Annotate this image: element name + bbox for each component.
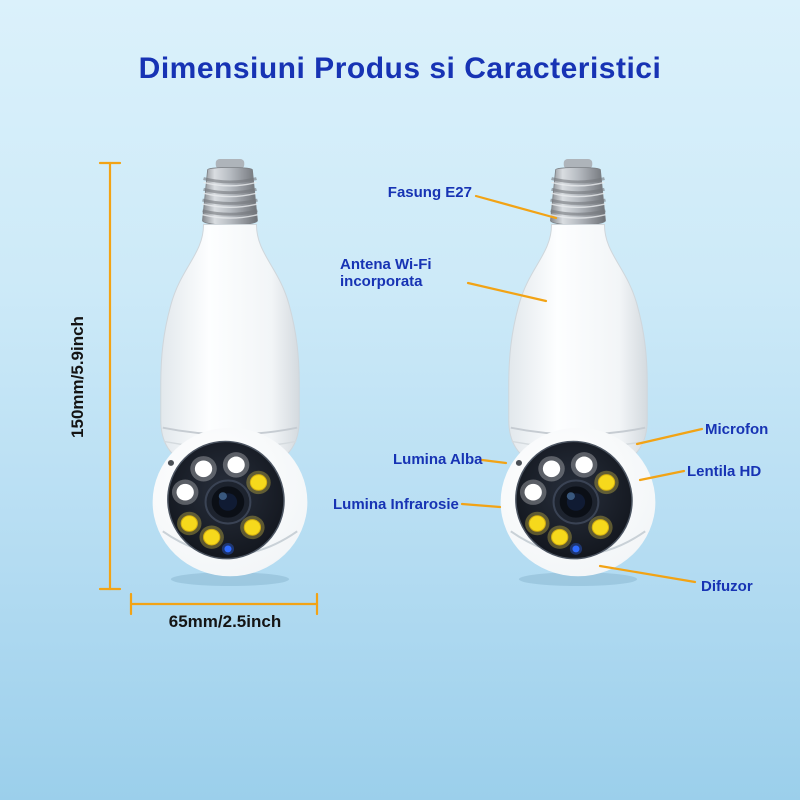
right-camera-image <box>499 158 657 588</box>
callout-difuzor: Difuzor <box>701 578 753 595</box>
page-title: Dimensiuni Produs si Caracteristici <box>138 52 662 85</box>
width-dimension-label: 65mm/2.5inch <box>168 612 282 631</box>
callout-fasung-e27: Fasung E27 <box>387 184 472 201</box>
height-dimension-label: 150mm/5.9inch <box>68 316 87 438</box>
callout-antena-wifi: Antena Wi-Fi incorporata <box>340 256 432 290</box>
callout-lumina-infrarosie: Lumina Infrarosie <box>333 496 459 513</box>
callout-lumina-alba: Lumina Alba <box>393 451 483 468</box>
callout-lentila-hd: Lentila HD <box>687 463 762 480</box>
callout-microfon: Microfon <box>705 421 769 438</box>
left-camera-image <box>151 158 309 588</box>
